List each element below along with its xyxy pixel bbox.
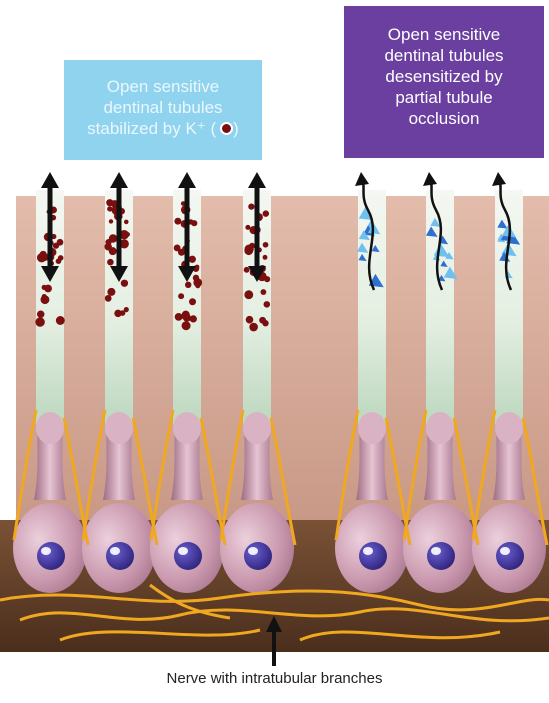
cell-nucleus xyxy=(427,542,455,570)
potassium-ion xyxy=(195,283,200,288)
potassium-ion xyxy=(249,323,258,332)
odontoblast-tip xyxy=(358,412,386,444)
potassium-ion xyxy=(57,239,64,246)
potassium-ion xyxy=(245,245,254,254)
potassium-ion xyxy=(178,293,184,299)
potassium-ion xyxy=(124,307,129,312)
potassium-ion xyxy=(56,316,65,325)
potassium-ion xyxy=(109,219,113,223)
odontoblast-tip xyxy=(243,412,271,444)
potassium-ion xyxy=(246,316,254,324)
potassium-ion xyxy=(189,256,196,263)
odontoblast-tip xyxy=(426,412,454,444)
potassium-ion xyxy=(107,206,112,211)
right-box-line-5: occlusion xyxy=(344,108,544,129)
potassium-ion xyxy=(260,289,266,295)
right-box-line-4: partial tubule xyxy=(344,87,544,108)
cell-nucleus xyxy=(244,542,272,570)
cell-nucleus xyxy=(174,542,202,570)
potassium-ion xyxy=(264,301,271,308)
reduced-flow-arrow-head xyxy=(423,172,437,186)
potassium-ion xyxy=(174,218,181,225)
potassium-ion xyxy=(264,276,270,282)
left-box-line-3-wrap: stabilized by K⁺ () xyxy=(64,118,262,139)
odontoblast-tip xyxy=(495,412,523,444)
potassium-ion xyxy=(56,258,62,264)
desensitized-tubules-label-box: Open sensitive dentinal tubules desensit… xyxy=(344,6,544,158)
potassium-ion xyxy=(191,220,197,226)
odontoblast-tip xyxy=(173,412,201,444)
potassium-ion xyxy=(41,295,50,304)
potassium-ion xyxy=(259,317,266,324)
cell-nucleus xyxy=(106,542,134,570)
nucleus-highlight xyxy=(248,547,258,555)
potassium-ion xyxy=(263,210,270,217)
potassium-ion xyxy=(189,298,196,305)
stabilized-tubules-label-box: Open sensitive dentinal tubules stabiliz… xyxy=(64,60,262,160)
right-box-line-2: dentinal tubules xyxy=(344,45,544,66)
left-box-line-2: dentinal tubules xyxy=(64,97,262,118)
arrow-head-up xyxy=(110,172,128,188)
potassium-ion xyxy=(248,204,254,210)
potassium-ion xyxy=(245,225,250,230)
left-box-line-1: Open sensitive xyxy=(64,76,262,97)
potassium-ion xyxy=(263,242,269,248)
cell-nucleus xyxy=(359,542,387,570)
nucleus-highlight xyxy=(110,547,120,555)
odontoblast-tip xyxy=(105,412,133,444)
left-box-line-3: stabilized by K⁺ ( xyxy=(87,119,216,138)
potassium-ion xyxy=(244,267,250,273)
nucleus-highlight xyxy=(363,547,373,555)
arrow-head-up xyxy=(41,172,59,188)
reduced-flow-arrow-head xyxy=(355,172,369,186)
potassium-ion xyxy=(109,234,118,243)
odontoblast-tip xyxy=(36,412,64,444)
nucleus-highlight xyxy=(500,547,510,555)
potassium-ion xyxy=(244,290,253,299)
potassium-ion xyxy=(181,313,188,320)
potassium-ion xyxy=(38,318,44,324)
potassium-ion xyxy=(182,321,191,330)
right-box-line-3: desensitized by xyxy=(344,66,544,87)
cell-nucleus xyxy=(496,542,524,570)
potassium-ion xyxy=(105,295,112,302)
nerve-caption: Nerve with intratubular branches xyxy=(0,670,549,687)
potassium-ion xyxy=(178,249,185,256)
potassium-ion xyxy=(193,275,199,281)
cell-nucleus xyxy=(37,542,65,570)
potassium-ion xyxy=(125,232,130,237)
potassium-ion xyxy=(175,313,183,321)
right-box-line-1: Open sensitive xyxy=(344,24,544,45)
potassium-ion xyxy=(107,259,114,266)
potassium-ion xyxy=(104,243,111,250)
arrow-head-up xyxy=(248,172,266,188)
nucleus-highlight xyxy=(178,547,188,555)
potassium-ion xyxy=(121,280,127,286)
potassium-ion xyxy=(185,282,191,288)
left-box-close-paren: ) xyxy=(233,119,239,138)
potassium-ion xyxy=(44,285,52,293)
potassium-ion xyxy=(107,288,115,296)
potassium-ion-icon xyxy=(220,122,233,135)
arrow-head-up xyxy=(178,172,196,188)
reduced-flow-arrow-head xyxy=(492,172,506,186)
nucleus-highlight xyxy=(431,547,441,555)
potassium-ion xyxy=(124,220,129,225)
potassium-ion xyxy=(190,315,197,322)
potassium-ion xyxy=(263,255,268,260)
nucleus-highlight xyxy=(41,547,51,555)
potassium-ion xyxy=(37,311,44,318)
